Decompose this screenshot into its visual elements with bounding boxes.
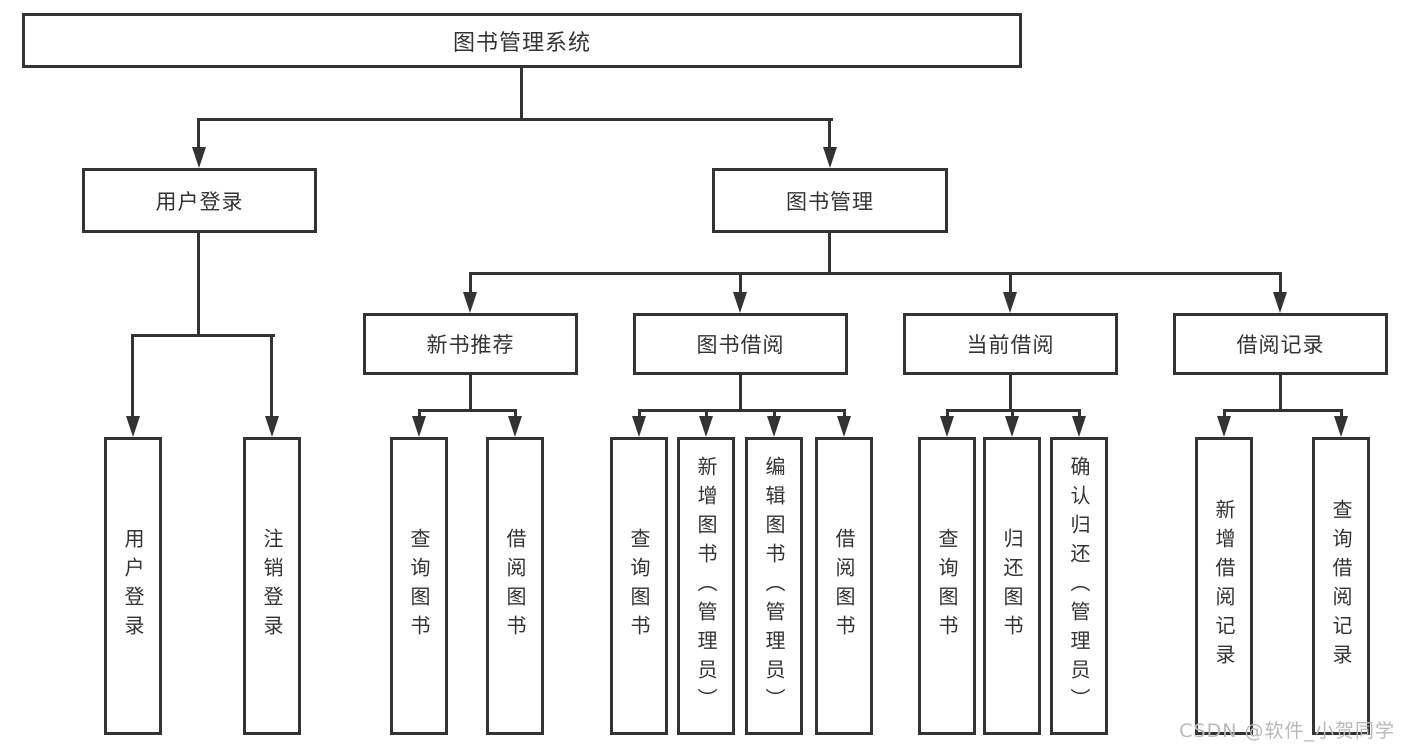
connector-line [1223, 409, 1226, 418]
arrow-down-icon [1072, 416, 1086, 437]
arrow-down-icon [1334, 416, 1348, 437]
connector-line [828, 233, 831, 275]
node-book-borrowing: 图书借阅 [633, 313, 848, 375]
arrow-down-icon [733, 292, 747, 313]
node-label: 新增图书（管理员） [694, 455, 718, 717]
connector-line [520, 68, 523, 121]
arrow-down-icon [412, 416, 426, 437]
node-label: 图书借阅 [696, 333, 785, 357]
leaf-return-books: 归还图书 [983, 437, 1041, 735]
node-label: 查询借阅记录 [1329, 499, 1353, 673]
leaf-logout: 注销登录 [243, 437, 301, 735]
connector-line [705, 409, 708, 418]
connector-line [131, 334, 134, 419]
arrow-down-icon [1003, 292, 1017, 313]
arrow-down-icon [1217, 416, 1231, 437]
connector-line [638, 409, 641, 418]
leaf-add-borrow-record: 新增借阅记录 [1195, 437, 1253, 735]
leaf-query-books-recommend: 查询图书 [390, 437, 448, 735]
node-label: 编辑图书（管理员） [762, 455, 786, 717]
leaf-edit-book-admin: 编辑图书（管理员） [745, 437, 803, 735]
node-label: 查询图书 [627, 528, 651, 644]
leaf-query-books-current: 查询图书 [918, 437, 976, 735]
node-label: 新增借阅记录 [1212, 499, 1236, 673]
node-label: 当前借阅 [966, 333, 1055, 357]
connector-line [469, 272, 1282, 275]
connector-line [1009, 272, 1012, 294]
arrow-down-icon [1273, 292, 1287, 313]
csdn-watermark: CSDN @软件_小贺同学 [1179, 720, 1395, 742]
connector-line [843, 409, 846, 418]
connector-line [1223, 409, 1343, 412]
arrow-down-icon [837, 416, 851, 437]
arrow-down-icon [699, 416, 713, 437]
node-label: 借阅图书 [503, 528, 527, 644]
connector-line [1279, 375, 1282, 412]
connector-line [773, 409, 776, 418]
leaf-borrow-books-recommend: 借阅图书 [486, 437, 544, 735]
connector-line [131, 334, 275, 337]
arrow-down-icon [823, 147, 837, 168]
node-label: 归还图书 [1000, 528, 1024, 644]
connector-line [1009, 375, 1012, 412]
leaf-add-book-admin: 新增图书（管理员） [677, 437, 735, 735]
node-label: 查询图书 [407, 528, 431, 644]
leaf-query-books-borrow: 查询图书 [610, 437, 668, 735]
connector-line [418, 409, 516, 412]
connector-line [1340, 409, 1343, 418]
leaf-user-login: 用户登录 [104, 437, 162, 735]
node-current-borrowing: 当前借阅 [903, 313, 1118, 375]
arrow-down-icon [632, 416, 646, 437]
connector-line [270, 334, 273, 419]
connector-line [197, 118, 200, 150]
leaf-confirm-return-admin: 确认归还（管理员） [1050, 437, 1108, 735]
arrow-down-icon [192, 147, 206, 168]
node-label: 借阅图书 [832, 528, 856, 644]
node-label: 查询图书 [935, 528, 959, 644]
connector-line [418, 409, 421, 418]
connector-line [1011, 409, 1014, 418]
arrow-down-icon [463, 292, 477, 313]
node-new-book-recommendation: 新书推荐 [363, 313, 578, 375]
connector-line [197, 118, 833, 121]
connector-line [197, 233, 200, 337]
node-label: 图书管理 [786, 189, 874, 214]
arrow-down-icon [940, 416, 954, 437]
connector-line [946, 409, 949, 418]
connector-line [514, 409, 517, 418]
arrow-down-icon [265, 416, 279, 437]
connector-line [1078, 409, 1081, 418]
connector-line [1279, 272, 1282, 294]
node-label: 用户登录 [121, 528, 145, 644]
connector-line [469, 272, 472, 294]
node-book-management: 图书管理 [712, 168, 948, 233]
node-label: 借阅记录 [1236, 333, 1325, 357]
node-label: 注销登录 [260, 528, 284, 644]
arrow-down-icon [126, 416, 140, 437]
connector-line [739, 272, 742, 294]
connector-line [469, 375, 472, 412]
node-label: 用户登录 [155, 189, 244, 214]
connector-line [638, 409, 846, 412]
node-library-management-system: 图书管理系统 [22, 13, 1022, 68]
leaf-borrow-books: 借阅图书 [815, 437, 873, 735]
connector-line [828, 118, 831, 150]
arrow-down-icon [767, 416, 781, 437]
arrow-down-icon [1005, 416, 1019, 437]
arrow-down-icon [508, 416, 522, 437]
node-label: 图书管理系统 [452, 30, 591, 56]
node-borrowing-records: 借阅记录 [1173, 313, 1388, 375]
node-user-login: 用户登录 [82, 168, 317, 233]
node-label: 确认归还（管理员） [1067, 455, 1091, 717]
connector-line [739, 375, 742, 412]
node-label: 新书推荐 [426, 333, 515, 357]
leaf-query-borrow-record: 查询借阅记录 [1312, 437, 1370, 735]
